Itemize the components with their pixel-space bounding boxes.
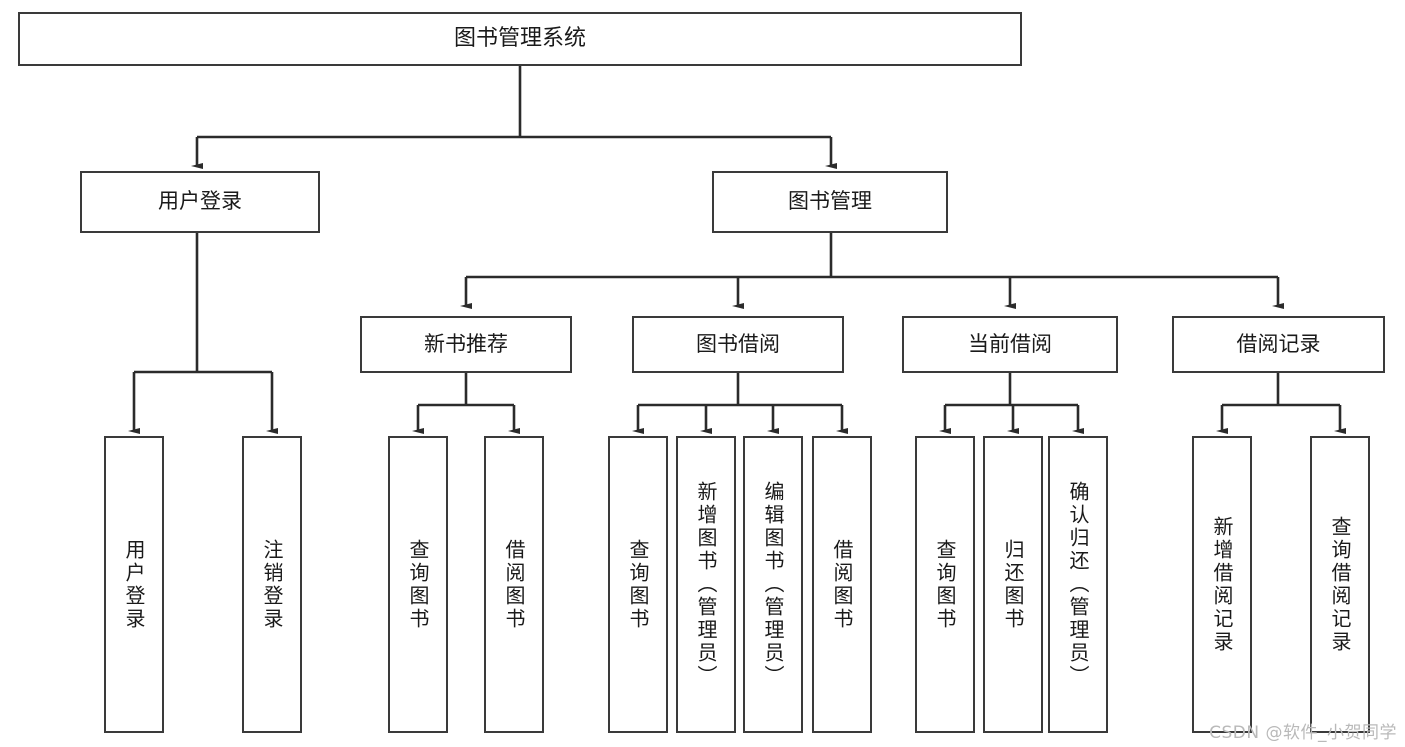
node-label: 借阅图书 xyxy=(502,538,526,631)
leaf-query-book-current[interactable]: 查询图书 xyxy=(915,436,975,733)
node-current-borrow[interactable]: 当前借阅 xyxy=(902,316,1118,373)
node-root-book-management-system[interactable]: 图书管理系统 xyxy=(18,12,1022,66)
node-new-book-recommend[interactable]: 新书推荐 xyxy=(360,316,572,373)
leaf-return-book[interactable]: 归还图书 xyxy=(983,436,1043,733)
leaf-confirm-return-admin[interactable]: 确认归还（管理员） xyxy=(1048,436,1108,733)
leaf-borrow-book-recommend[interactable]: 借阅图书 xyxy=(484,436,544,733)
leaf-query-book-recommend[interactable]: 查询图书 xyxy=(388,436,448,733)
leaf-query-borrow-record[interactable]: 查询借阅记录 xyxy=(1310,436,1370,733)
leaf-edit-book-admin[interactable]: 编辑图书（管理员） xyxy=(743,436,803,733)
node-label: 查询图书 xyxy=(406,538,430,631)
node-label: 新书推荐 xyxy=(424,331,508,356)
leaf-query-book-borrow[interactable]: 查询图书 xyxy=(608,436,668,733)
node-label: 图书管理 xyxy=(788,189,872,214)
node-label: 用户登录 xyxy=(158,189,242,214)
node-label: 查询借阅记录 xyxy=(1328,515,1352,654)
node-borrow-record[interactable]: 借阅记录 xyxy=(1172,316,1385,373)
node-label: 当前借阅 xyxy=(968,331,1052,356)
node-label: 图书借阅 xyxy=(696,331,780,356)
leaf-add-borrow-record[interactable]: 新增借阅记录 xyxy=(1192,436,1252,733)
node-label: 归还图书 xyxy=(1001,538,1025,631)
node-label: 新增图书（管理员） xyxy=(694,481,718,688)
node-label: 新增借阅记录 xyxy=(1210,515,1234,654)
watermark-text: CSDN @软件_小贺同学 xyxy=(1209,723,1397,743)
leaf-logout[interactable]: 注销登录 xyxy=(242,436,302,733)
node-label: 查询图书 xyxy=(626,538,650,631)
node-label: 查询图书 xyxy=(933,538,957,631)
node-label: 编辑图书（管理员） xyxy=(761,481,785,688)
node-label: 借阅图书 xyxy=(830,538,854,631)
node-label: 借阅记录 xyxy=(1236,331,1321,356)
leaf-user-login[interactable]: 用户登录 xyxy=(104,436,164,733)
node-book-management[interactable]: 图书管理 xyxy=(712,171,948,233)
node-label: 用户登录 xyxy=(122,538,146,631)
node-book-borrow[interactable]: 图书借阅 xyxy=(632,316,844,373)
node-label: 图书管理系统 xyxy=(453,25,586,51)
node-label: 确认归还（管理员） xyxy=(1066,481,1090,688)
node-user-login[interactable]: 用户登录 xyxy=(80,171,320,233)
leaf-borrow-book[interactable]: 借阅图书 xyxy=(812,436,872,733)
leaf-add-book-admin[interactable]: 新增图书（管理员） xyxy=(676,436,736,733)
node-label: 注销登录 xyxy=(260,538,284,631)
